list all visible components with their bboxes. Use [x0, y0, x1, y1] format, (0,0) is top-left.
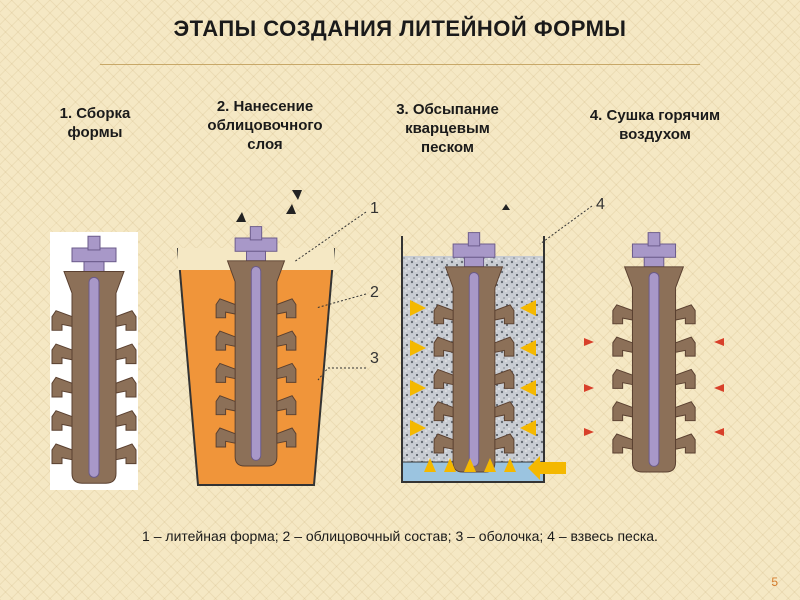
- page-title: ЭТАПЫ СОЗДАНИЯ ЛИТЕЙНОЙ ФОРМЫ: [173, 16, 627, 41]
- step-1-label: 1. Сборка формы: [59, 105, 131, 141]
- step-2-figure: [177, 190, 335, 486]
- step-2-label: 2. Нанесение облицовочного слоя: [207, 98, 323, 153]
- callout-3: 3: [370, 350, 379, 367]
- callout-1: 1: [370, 200, 379, 217]
- callout-2: 2: [370, 284, 379, 301]
- step-4-figure: [584, 232, 724, 473]
- step-3-label: 3. Обсыпание кварцевым песком: [396, 101, 499, 156]
- callout-4: 4: [596, 196, 605, 213]
- callout-lines: [293, 205, 593, 381]
- step-1-figure: [50, 232, 138, 490]
- title-divider: [100, 64, 700, 65]
- legend: 1 – литейная форма; 2 – облицовочный сос…: [142, 528, 658, 544]
- step-4-label: 4. Сушка горячим воздухом: [589, 107, 721, 143]
- page-number: 5: [771, 575, 778, 589]
- step-3-figure: [401, 204, 566, 483]
